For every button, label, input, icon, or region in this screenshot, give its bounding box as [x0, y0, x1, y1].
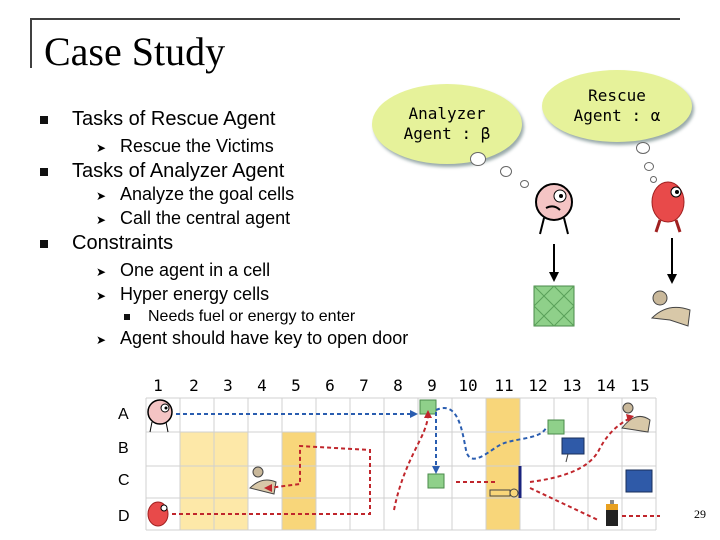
column-number: 14 — [596, 376, 616, 395]
bullet-text: Hyper energy cells — [120, 284, 270, 304]
rescue-agent-icon — [147, 501, 169, 527]
bullet-text: Tasks of Rescue Agent — [72, 108, 276, 130]
grid-lines — [145, 397, 657, 531]
arrowhead-icon — [626, 414, 634, 422]
column-number: 11 — [494, 376, 514, 395]
bullet-text: One agent in a cell — [120, 260, 271, 280]
bullet-text: Needs fuel or energy to enter — [148, 308, 356, 325]
rescue-agent-bubble: Rescue Agent : α — [542, 70, 692, 142]
square-bullet-icon — [40, 167, 48, 176]
thought-dot — [520, 180, 529, 188]
arrowhead-icon — [432, 466, 440, 474]
column-number: 2 — [189, 376, 199, 395]
bubble-text: Rescue Agent : α — [573, 86, 661, 125]
goal-cell-icon — [547, 419, 565, 435]
bullet-constraint-1: ➤ One agent in a cell — [96, 260, 270, 281]
bullet-rescue-tasks: Tasks of Rescue Agent — [40, 108, 275, 131]
bullet-text: Constraints — [72, 232, 174, 254]
victim-icon — [621, 402, 651, 433]
goal-cell-icon — [533, 285, 575, 327]
arrow-bullet-icon: ➤ — [96, 213, 107, 227]
key-icon — [489, 488, 519, 498]
arrow-bullet-icon: ➤ — [96, 333, 107, 347]
column-number: 8 — [393, 376, 403, 395]
column-number: 15 — [630, 376, 650, 395]
arrow-bullet-icon: ➤ — [96, 189, 107, 203]
analyzer-agent-bubble: Analyzer Agent : β — [372, 84, 522, 164]
rescue-path — [172, 413, 660, 521]
rescue-agent-icon — [651, 181, 685, 233]
thought-dot — [650, 176, 657, 183]
analyzer-path — [176, 407, 547, 470]
row-label: B — [118, 440, 129, 457]
goal-cell-icon — [427, 473, 445, 489]
column-number: 6 — [325, 376, 335, 395]
thought-dot — [636, 142, 650, 154]
bullet-sub-item: Needs fuel or energy to enter — [124, 308, 355, 326]
column-number: 4 — [257, 376, 267, 395]
column-number: 9 — [427, 376, 437, 395]
bubble-text: Analyzer Agent : β — [403, 104, 491, 143]
bullet-rescue-item: ➤ Rescue the Victims — [96, 136, 274, 157]
square-bullet-icon — [40, 239, 48, 248]
bullet-constraints: Constraints — [40, 232, 173, 255]
arrowhead-icon — [264, 484, 272, 492]
bullet-analyzer-tasks: Tasks of Analyzer Agent — [40, 160, 284, 183]
column-number: 3 — [223, 376, 233, 395]
bullet-analyzer-item-1: ➤ Analyze the goal cells — [96, 184, 294, 205]
victim-icon — [648, 286, 696, 330]
bullet-text: Rescue the Victims — [120, 136, 274, 156]
arrowhead-icon — [667, 274, 677, 284]
battery-icon — [606, 500, 618, 526]
solar-panel-icon — [625, 469, 653, 493]
victim-icon — [249, 466, 277, 495]
bullet-constraint-2: ➤ Hyper energy cells — [96, 284, 269, 305]
arrowhead-icon — [410, 410, 418, 418]
column-number: 13 — [562, 376, 582, 395]
bullet-text: Agent should have key to open door — [120, 328, 409, 348]
column-number: 7 — [359, 376, 369, 395]
thought-dot — [470, 152, 486, 166]
bullet-key: ➤ Agent should have key to open door — [96, 328, 408, 349]
row-label: A — [118, 406, 129, 423]
arrow-bullet-icon: ➤ — [96, 289, 107, 303]
title-frame — [30, 18, 680, 68]
bullet-text: Analyze the goal cells — [120, 184, 295, 204]
agent-illustrations — [533, 181, 696, 330]
arrowhead-icon — [424, 410, 432, 418]
analyzer-agent-icon — [535, 183, 573, 235]
bullet-text: Call the central agent — [120, 208, 291, 228]
thought-dot — [644, 162, 654, 171]
arrow-bullet-icon: ➤ — [96, 141, 107, 155]
bullet-text: Tasks of Analyzer Agent — [72, 160, 285, 182]
square-bullet-icon — [124, 313, 130, 320]
solar-panel-icon — [561, 437, 585, 463]
column-number: 10 — [458, 376, 478, 395]
row-label: C — [118, 472, 130, 489]
thought-dot — [500, 166, 512, 177]
column-number: 12 — [528, 376, 548, 395]
square-bullet-icon — [40, 115, 48, 124]
column-number: 5 — [291, 376, 301, 395]
page-number: 29 — [694, 507, 706, 521]
bullet-analyzer-item-2: ➤ Call the central agent — [96, 208, 290, 229]
arrowhead-icon — [549, 272, 559, 282]
row-label: D — [118, 508, 130, 525]
energy-cell — [486, 398, 520, 530]
arrow-bullet-icon: ➤ — [96, 265, 107, 279]
column-number: 1 — [153, 376, 163, 395]
slide-title: Case Study — [44, 29, 226, 74]
analyzer-agent-icon — [147, 399, 173, 433]
